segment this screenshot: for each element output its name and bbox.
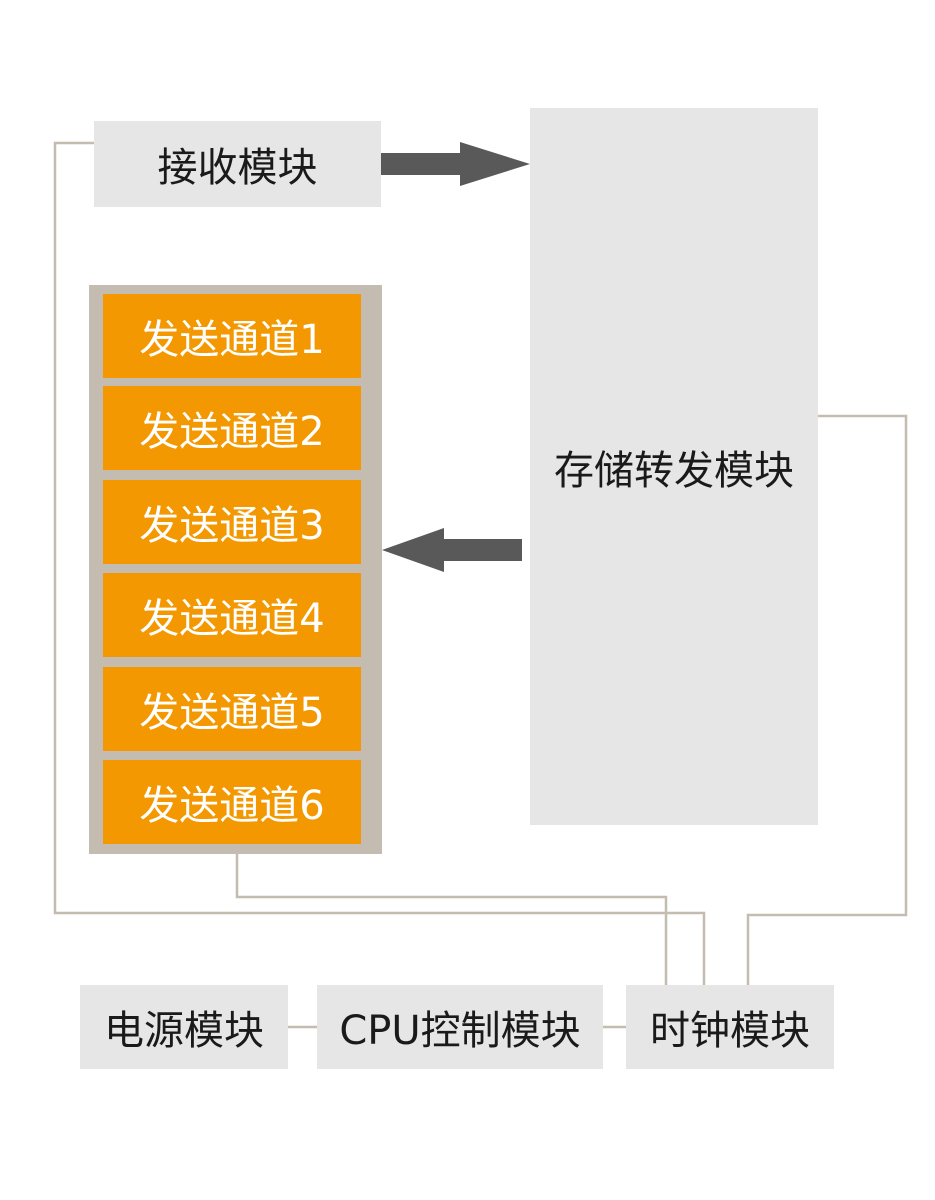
arrow-store-to-channels	[382, 528, 522, 572]
send-channel-6: 发送通道6	[103, 760, 361, 844]
cpu-control-module: CPU控制模块	[317, 985, 603, 1069]
channels-to-clock-wire	[235, 854, 668, 985]
send-channel-2: 发送通道2	[103, 386, 361, 470]
arrow-receive-to-store	[381, 142, 530, 186]
receive-to-clock-wire	[53, 141, 706, 985]
store-forward-module: 存储转发模块	[530, 108, 818, 825]
receive-module: 接收模块	[94, 121, 381, 207]
send-channel-3: 发送通道3	[103, 480, 361, 564]
send-channel-1: 发送通道1	[103, 294, 361, 378]
store-to-clock-wire	[746, 414, 908, 985]
send-channel-5: 发送通道5	[103, 667, 361, 751]
send-channel-4: 发送通道4	[103, 573, 361, 657]
send-channel-group: 发送通道1 发送通道2 发送通道3 发送通道4 发送通道5 发送通道6	[89, 285, 382, 854]
power-module: 电源模块	[80, 985, 288, 1069]
clock-module: 时钟模块	[626, 985, 834, 1069]
